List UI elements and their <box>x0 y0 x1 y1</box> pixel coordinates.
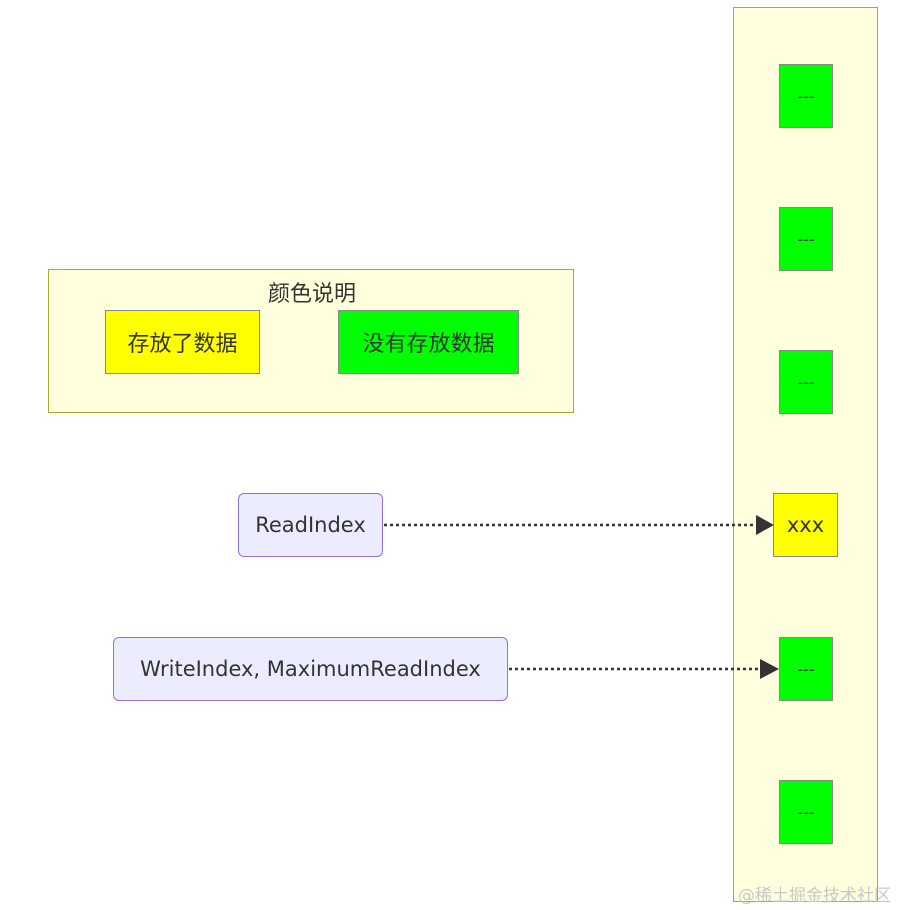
legend-title: 颜色说明 <box>267 282 356 307</box>
queue-cell-0: --- <box>779 64 833 128</box>
read-index-node: ReadIndex <box>238 493 383 557</box>
queue-cell-5: --- <box>779 780 833 844</box>
queue-cell-3: xxx <box>773 493 838 557</box>
watermark: @稀土掘金技术社区 <box>738 886 891 906</box>
read-index-arrowhead <box>756 515 774 535</box>
queue-cell-4: --- <box>779 637 833 701</box>
write-index-node: WriteIndex, MaximumReadIndex <box>113 637 508 701</box>
queue-panel <box>733 7 878 902</box>
legend-empty-box: 没有存放数据 <box>338 310 519 374</box>
legend-panel: 颜色说明 存放了数据 没有存放数据 <box>48 269 574 413</box>
legend-stored-box: 存放了数据 <box>105 310 260 374</box>
write-index-arrowhead <box>760 659 779 679</box>
queue-cell-1: --- <box>779 207 833 271</box>
queue-cell-2: --- <box>779 350 833 414</box>
